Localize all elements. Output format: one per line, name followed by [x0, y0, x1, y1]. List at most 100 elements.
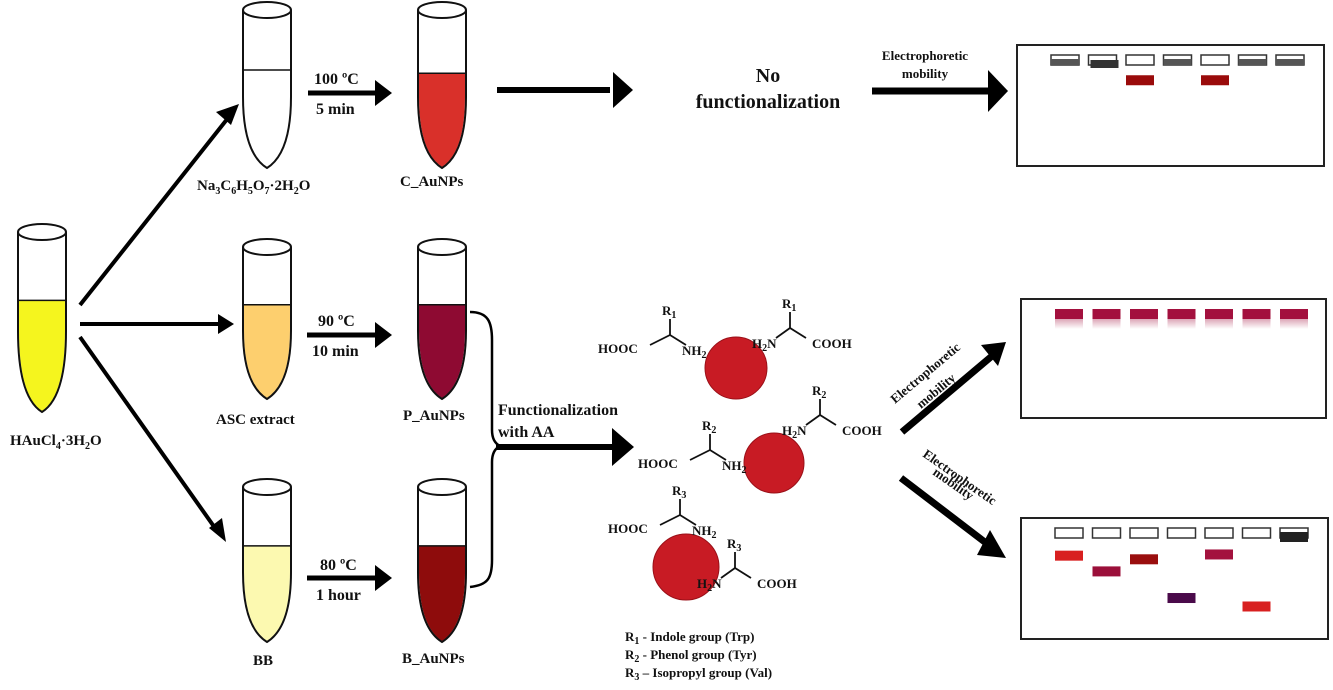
gel-well: [1087, 54, 1119, 68]
svg-text:HOOC: HOOC: [608, 521, 648, 536]
gel-well: [1200, 54, 1230, 66]
arrow-head-bb: [209, 518, 226, 542]
gel-well: [1050, 54, 1080, 66]
svg-text:COOH: COOH: [757, 576, 797, 591]
gel-well: [1205, 309, 1233, 329]
citrate-tube: [242, 1, 292, 170]
gel-well: [1279, 527, 1309, 542]
gel-band: [1242, 601, 1271, 612]
p-aunps-tube: [417, 238, 467, 401]
gel-band: [1130, 554, 1158, 565]
gel-well: [1242, 309, 1271, 329]
svg-text:COOH: COOH: [842, 423, 882, 438]
asc-time: 10 min: [312, 343, 359, 360]
tube-liquid: [419, 545, 465, 641]
gel-well: [1166, 527, 1197, 539]
svg-text:H2N: H2N: [697, 576, 722, 594]
functionalization-arrow-head: [612, 428, 634, 466]
svg-text:R2: R2: [702, 418, 716, 436]
gel-well: [1241, 527, 1272, 539]
bb-label: BB: [253, 653, 273, 669]
arrow-head-asc: [218, 314, 234, 334]
b-aunps-label: B_AuNPs: [402, 651, 465, 667]
bb-tube: [242, 478, 292, 644]
p-aunps-gel: [1020, 298, 1327, 419]
b-aunps-gel: [1020, 517, 1329, 640]
precursor-tube: [17, 223, 67, 414]
gel-well: [1091, 527, 1122, 539]
svg-text:NH2: NH2: [682, 343, 707, 361]
no-functionalization-gel: [1016, 44, 1325, 167]
gel-band: [1201, 75, 1229, 86]
svg-text:HOOC: HOOC: [598, 341, 638, 356]
tube-liquid: [244, 304, 290, 398]
nanoparticle-2: [743, 432, 805, 494]
merge-bracket: [469, 310, 503, 589]
gel-well: [1129, 527, 1159, 539]
legend-item: R3 – Isopropyl group (Val): [625, 665, 772, 683]
gel-well: [1162, 54, 1193, 66]
svg-text:NH2: NH2: [692, 523, 717, 541]
asc-temp: 90 ºC: [318, 313, 355, 330]
nanoparticle-3: [652, 533, 720, 601]
gel-well: [1125, 54, 1155, 66]
electrophoretic-arrow-2: Electrophoretic mobility: [887, 339, 1006, 435]
gel-well: [1130, 309, 1158, 329]
c-aunps-label: C_AuNPs: [400, 174, 464, 190]
bb-time: 1 hour: [316, 587, 361, 604]
svg-text:R3: R3: [727, 536, 741, 554]
electrophoretic-arrow-1-head: [988, 70, 1008, 112]
svg-text:COOH: COOH: [812, 336, 852, 351]
svg-text:NH2: NH2: [722, 458, 747, 476]
electrophoretic-label-1a: Electrophoretic: [882, 48, 968, 63]
functionalized-nanoparticles: [652, 336, 805, 601]
citrate-temp: 100 ºC: [314, 71, 359, 88]
gel-well: [1167, 309, 1196, 329]
gel-well: [1055, 309, 1083, 329]
svg-text:HOOC: HOOC: [638, 456, 678, 471]
svg-text:R3: R3: [672, 483, 686, 501]
r-group-legend: R1 - Indole group (Trp)R2 - Phenol group…: [625, 629, 772, 683]
gel-well: [1237, 54, 1268, 66]
gel-well: [1092, 309, 1121, 329]
arrow-to-bb: [78, 335, 217, 530]
svg-text:R1: R1: [662, 303, 676, 321]
no-functionalization-line2: functionalization: [696, 91, 840, 113]
functionalization-label-2: with AA: [498, 424, 555, 441]
gel-well: [1280, 309, 1308, 329]
citrate-time: 5 min: [316, 101, 355, 118]
tube-liquid: [419, 304, 465, 398]
legend-item: R2 - Phenol group (Tyr): [625, 647, 757, 665]
gel-band: [1055, 550, 1083, 561]
functionalization-label-1: Functionalization: [498, 402, 618, 419]
no-functionalization-line1: No: [756, 65, 780, 87]
gel-band: [1092, 566, 1121, 577]
arrow-head-no-func: [613, 72, 633, 108]
c-aunps-tube: [417, 1, 467, 170]
b-aunps-tube: [417, 478, 467, 644]
p-aunps-label: P_AuNPs: [403, 408, 465, 424]
citrate-label: Na3C6H5O7·2H2O: [197, 178, 310, 197]
electrophoretic-arrow-3: Electrophoretic mobility: [898, 446, 1006, 558]
condition-arrows: [307, 80, 392, 591]
gel-band: [1126, 75, 1154, 86]
tube-liquid: [19, 300, 65, 411]
precursor-label: HAuCl4·3H2O: [10, 433, 102, 452]
tube-liquid: [419, 73, 465, 167]
svg-text:R1: R1: [782, 296, 796, 314]
gel-well: [1054, 527, 1084, 539]
bb-temp: 80 ºC: [320, 557, 357, 574]
gel-well: [1275, 54, 1305, 66]
branch-arrows: [78, 104, 239, 542]
tube-liquid: [244, 545, 290, 641]
arrow-head-citrate: [216, 104, 239, 125]
svg-text:H2N: H2N: [752, 336, 777, 354]
svg-text:R2: R2: [812, 383, 826, 401]
electrophoretic-label-1b: mobility: [902, 66, 949, 81]
